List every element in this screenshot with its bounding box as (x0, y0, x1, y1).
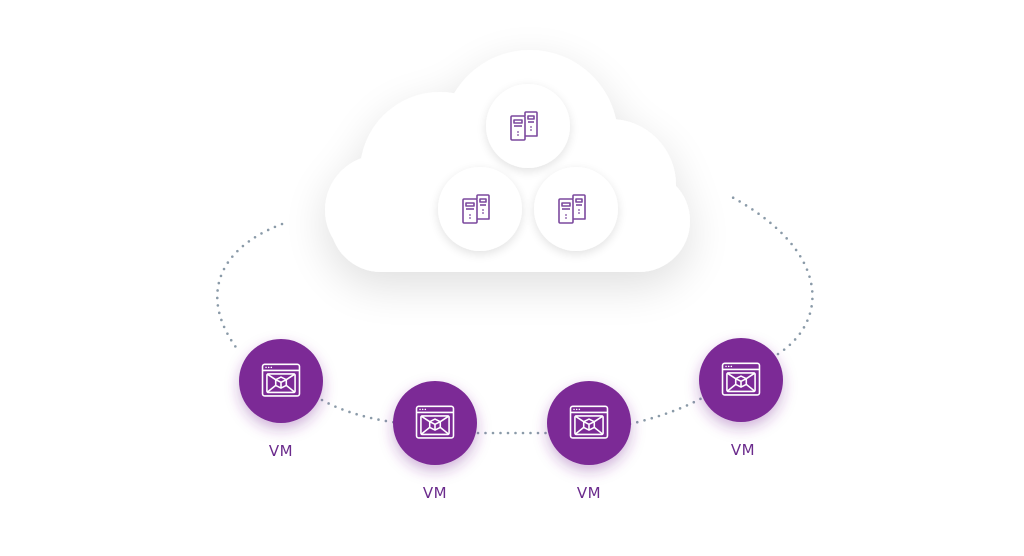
vm-node (699, 338, 783, 422)
vm-label: VM (422, 484, 448, 502)
server-node (486, 84, 570, 168)
server-node (438, 167, 522, 251)
server-node (534, 167, 618, 251)
vm-label: VM (576, 484, 602, 502)
vm-node (393, 381, 477, 465)
vm-connection-path (215, 194, 814, 435)
vm-label: VM (268, 442, 294, 460)
vm-node (239, 339, 323, 423)
vm-node (547, 381, 631, 465)
vm-label: VM (730, 441, 756, 459)
